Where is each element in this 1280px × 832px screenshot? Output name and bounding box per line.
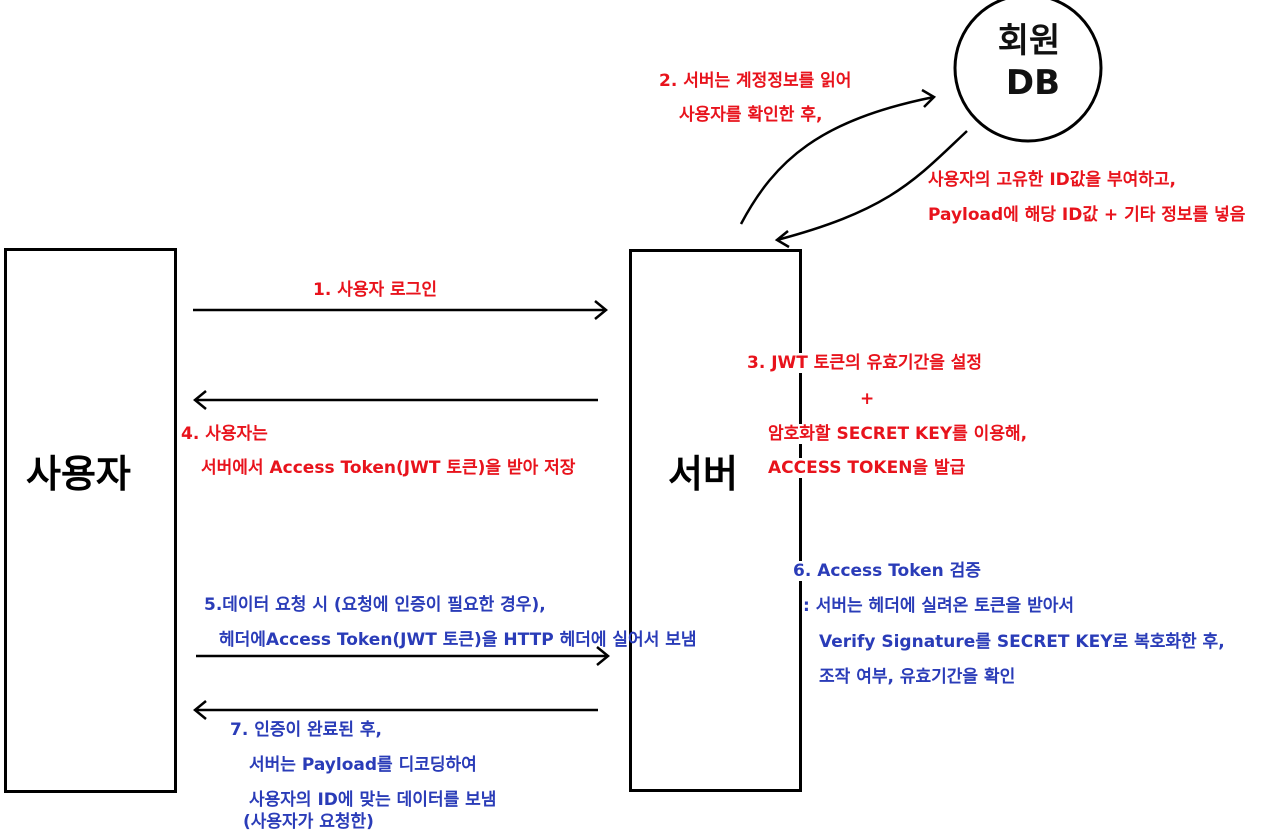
step2-line2: 사용자를 확인한 후, (679, 105, 823, 125)
server-box (629, 249, 802, 792)
step7-line1: 7. 인증이 완료된 후, (230, 720, 382, 740)
step3-line2: 암호화할 SECRET KEY를 이용해, (768, 424, 1028, 444)
user-box (4, 248, 177, 793)
server-label: 서버 (668, 452, 738, 496)
step6-line1: 6. Access Token 검증 (793, 561, 981, 581)
db-note-line2: Payload에 해당 ID값 + 기타 정보를 넣음 (928, 205, 1246, 225)
step7-line4: (사용자가 요청한) (243, 812, 374, 832)
step3-line1: 3. JWT 토큰의 유효기간을 설정 (747, 353, 983, 373)
arrow-server-to-db (739, 88, 937, 225)
arrow-db-to-server (774, 130, 968, 249)
step3-line3: ACCESS TOKEN을 발급 (768, 458, 966, 478)
db-note-line1: 사용자의 고유한 ID값을 부여하고, (928, 170, 1176, 190)
db-circle (953, 0, 1103, 143)
db-label-line2: DB (1005, 63, 1061, 103)
step6-line3: Verify Signature를 SECRET KEY로 복호화한 후, (819, 632, 1225, 652)
arrow-request (196, 646, 610, 666)
step3-plus: + (860, 389, 875, 409)
step5-line2: 헤더에Access Token(JWT 토큰)을 HTTP 헤더에 실어서 보냄 (219, 630, 697, 650)
step4-line1: 4. 사용자는 (181, 424, 268, 444)
step5-line1: 5.데이터 요청 시 (요청에 인증이 필요한 경우), (204, 595, 546, 615)
step2-line1: 2. 서버는 계정정보를 읽어 (659, 71, 852, 91)
step7-line2: 서버는 Payload를 디코딩하여 (249, 755, 477, 775)
step6-line2: : 서버는 헤더에 실려온 토큰을 받아서 (803, 596, 1074, 616)
arrow-response (193, 700, 598, 720)
step7-line3: 사용자의 ID에 맞는 데이터를 보냄 (249, 790, 497, 810)
user-label: 사용자 (26, 452, 131, 496)
step4-line2: 서버에서 Access Token(JWT 토큰)을 받아 저장 (201, 458, 576, 478)
step6-line4: 조작 여부, 유효기간을 확인 (819, 667, 1016, 687)
db-label-line1: 회원 (997, 21, 1061, 61)
arrow-token-return (193, 390, 598, 410)
step1-label: 1. 사용자 로그인 (313, 280, 437, 300)
arrow-login (193, 300, 608, 320)
